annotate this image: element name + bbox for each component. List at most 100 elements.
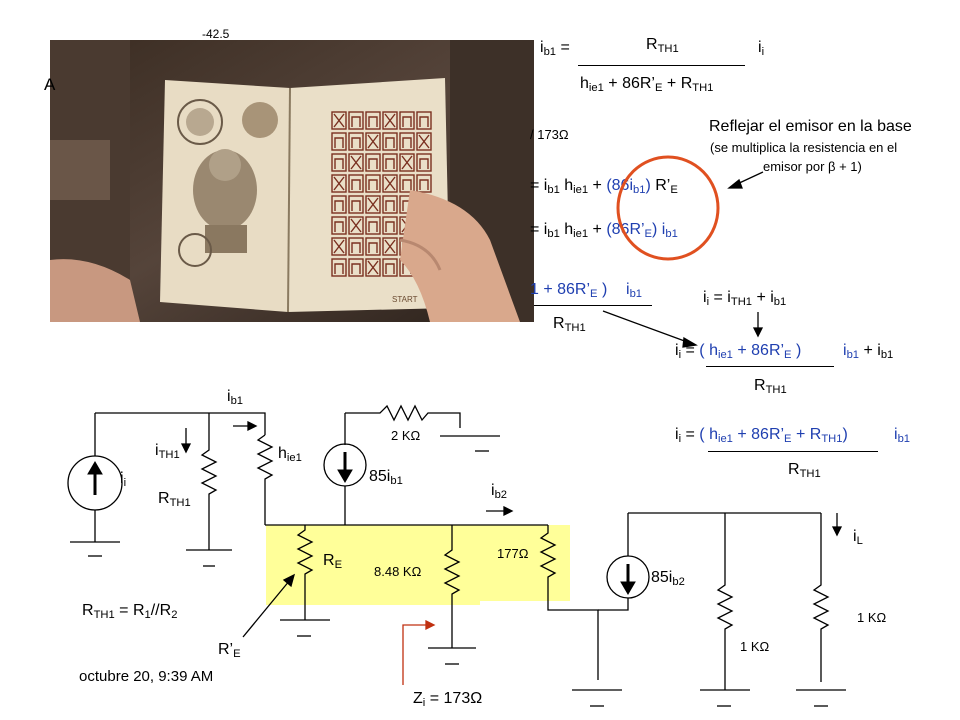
annotation-line1: (se multiplica la resistencia en el	[710, 140, 898, 155]
ground-177	[572, 689, 622, 707]
grid-cell	[365, 216, 381, 235]
resistor-2k	[345, 404, 461, 428]
grid-symbol	[334, 137, 344, 148]
grid-symbol	[368, 158, 378, 169]
grid-symbol	[384, 176, 396, 191]
grid-symbol	[350, 218, 362, 233]
grid-cell	[365, 237, 381, 256]
grid-symbol	[334, 158, 344, 169]
eq-arrow-2-head	[752, 327, 764, 338]
grid-symbol	[367, 134, 379, 149]
ib2-arrowhead	[503, 505, 514, 517]
grid-cell	[382, 195, 398, 214]
grid-cell	[399, 174, 415, 193]
grid-cell	[382, 132, 398, 151]
zi-pointer	[402, 624, 428, 685]
grid-cell	[348, 216, 364, 235]
resistor-1k-a	[716, 513, 734, 690]
grid-symbol	[333, 176, 345, 191]
grid-symbol	[367, 260, 379, 275]
grid-cell	[331, 174, 347, 193]
grid-symbol	[351, 116, 361, 127]
grid-cell	[416, 174, 432, 193]
grid-cell	[365, 174, 381, 193]
partial-frac-num: 1 + 86R’E )	[530, 281, 608, 300]
start-label: START	[392, 295, 418, 304]
annotation-title: Reflejar el emisor en la base	[709, 118, 912, 135]
eq-arrow-1	[602, 310, 691, 344]
ground-ii	[70, 541, 120, 557]
label-il: iL	[853, 528, 863, 547]
eq-ii2-tail: ib1 + ib1	[843, 342, 894, 361]
grid-symbol	[402, 179, 412, 190]
resistor-8-48k	[443, 525, 461, 648]
label-dep2: 85ib2	[651, 569, 685, 588]
grid-cell	[348, 132, 364, 151]
grid-symbol	[384, 113, 396, 128]
grid-symbol	[385, 137, 395, 148]
ground-1k-b	[796, 689, 846, 707]
grid-cell	[416, 153, 432, 172]
eq-ii-sum: ii = iTH1 + ib1	[703, 289, 787, 308]
eq-arrow-1-head	[682, 336, 698, 348]
grid-cell	[331, 153, 347, 172]
label-ib1: ib1	[227, 388, 244, 407]
zi-pointer-head	[425, 619, 436, 631]
partial-frac-den: RTH1	[553, 315, 586, 334]
label-848k: 8.48 KΩ	[374, 564, 422, 579]
eq-ii2: ii = ( hie1 + 86R’E )	[675, 342, 802, 361]
grid-symbol	[419, 158, 429, 169]
grid-symbol	[385, 221, 395, 232]
grid-cell	[399, 132, 415, 151]
ground-re	[280, 619, 330, 637]
eq-ii2-den: RTH1	[754, 377, 787, 396]
grid-symbol	[333, 113, 345, 128]
grid-cell	[416, 132, 432, 151]
grid-cell	[365, 153, 381, 172]
grid-symbol	[402, 137, 412, 148]
grid-cell	[382, 258, 398, 277]
label-ib2: ib2	[491, 482, 508, 501]
dep2-arrowhead	[620, 581, 636, 595]
partial-frac-line	[534, 305, 652, 306]
grid-cell	[365, 195, 381, 214]
grid-symbol	[419, 179, 429, 190]
ground-symbols	[70, 435, 846, 707]
timestamp: octubre 20, 9:39 AM	[79, 668, 214, 685]
grid-cell	[399, 111, 415, 130]
ground-848	[428, 647, 476, 665]
grid-symbol	[351, 200, 361, 211]
grid-cell	[348, 258, 364, 277]
eq1-denominator: hie1 + 86R’E + RTH1	[580, 75, 714, 94]
grid-cell	[348, 153, 364, 172]
grid-symbol	[368, 179, 378, 190]
grid-symbol	[385, 263, 395, 274]
grid-symbol	[419, 116, 429, 127]
grid-symbol	[333, 239, 345, 254]
grid-cell	[382, 216, 398, 235]
ground-1k-a	[700, 689, 750, 707]
grid-symbol	[334, 221, 344, 232]
ith1-arrowhead	[180, 443, 192, 454]
grid-cell	[331, 258, 347, 277]
eq-ii3-ib1: ib1	[894, 426, 911, 445]
grid-symbol	[351, 137, 361, 148]
resistor-re	[296, 525, 314, 620]
dep2-wire-bot	[598, 598, 629, 611]
eq-line-a: = ib1 hie1 + (86ib1) R’E	[530, 177, 678, 196]
eq-ii3-den: RTH1	[788, 461, 821, 480]
label-re: RE	[323, 552, 343, 571]
highlight-177	[480, 525, 570, 601]
grid-cell	[348, 111, 364, 130]
annotation-line2: emisor por β + 1)	[763, 159, 862, 174]
label-1k-a: 1 KΩ	[740, 639, 770, 654]
resistor-hie1	[256, 434, 274, 525]
grid-symbol	[368, 116, 378, 127]
grid-cell	[348, 174, 364, 193]
grid-cell	[365, 258, 381, 277]
grid-cell	[331, 195, 347, 214]
resistor-1k-b	[812, 513, 830, 682]
grid-symbol	[401, 155, 413, 170]
grid-symbol	[368, 221, 378, 232]
